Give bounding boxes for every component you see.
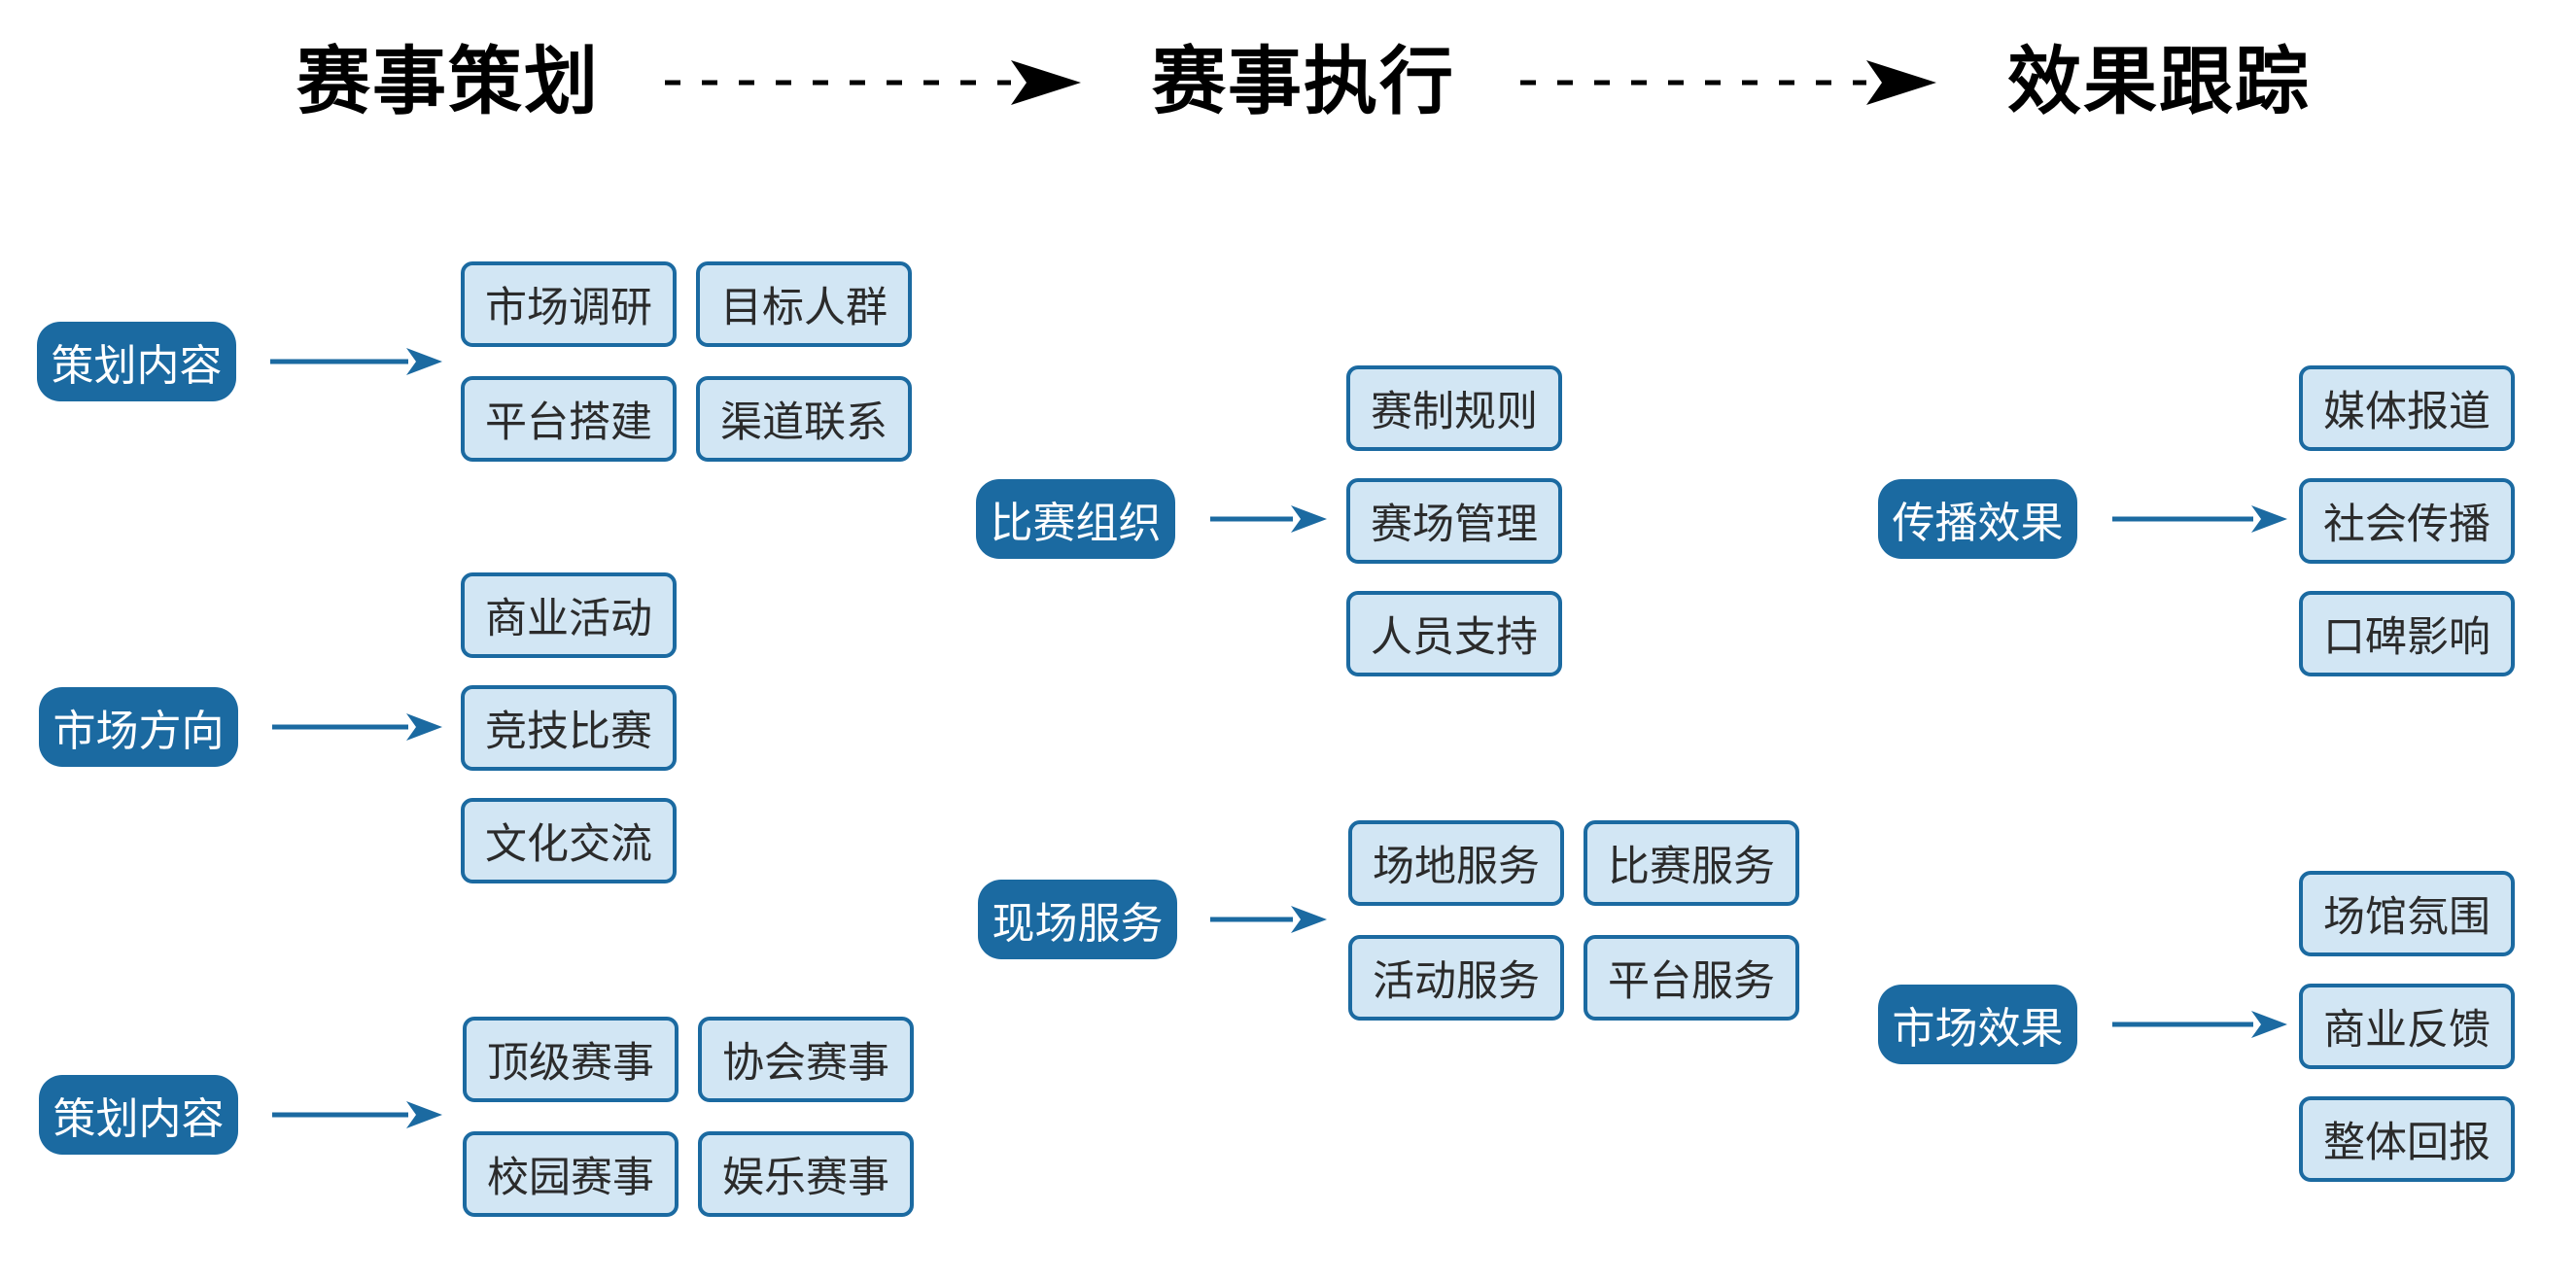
item-target-group: 目标人群 [696,261,912,347]
category-onsite-service: 现场服务 [978,880,1177,959]
item-campus-events: 校园赛事 [463,1131,679,1217]
category-match-org: 比赛组织 [976,479,1175,559]
item-venue-management: 赛场管理 [1346,478,1562,564]
category-spread-effect: 传播效果 [1878,479,2077,559]
item-social-spread: 社会传播 [2299,478,2515,564]
item-top-events: 顶级赛事 [463,1017,679,1102]
item-entertainment-events: 娱乐赛事 [698,1131,914,1217]
item-staff-support: 人员支持 [1346,591,1562,676]
item-match-service: 比赛服务 [1584,820,1799,906]
item-market-research: 市场调研 [461,261,677,347]
item-culture-exchange: 文化交流 [461,798,677,883]
category-market-effect: 市场效果 [1878,985,2077,1064]
phase-flow-arrow-1 [665,60,1081,105]
item-business-activity: 商业活动 [461,572,677,658]
category-plan-content-1: 策划内容 [37,322,236,401]
item-activity-service: 活动服务 [1348,935,1564,1021]
item-rules: 赛制规则 [1346,365,1562,451]
item-association-events: 协会赛事 [698,1017,914,1102]
item-word-of-mouth: 口碑影响 [2299,591,2515,676]
category-market-direction: 市场方向 [39,687,238,767]
phase-tracking: 效果跟踪 [2007,38,2311,124]
item-site-service: 场地服务 [1348,820,1564,906]
item-business-feedback: 商业反馈 [2299,984,2515,1069]
item-competition: 竞技比赛 [461,685,677,771]
phase-flow-arrow-2 [1520,60,1936,105]
item-channel-contact: 渠道联系 [696,376,912,462]
item-media-report: 媒体报道 [2299,365,2515,451]
item-platform-build: 平台搭建 [461,376,677,462]
item-venue-atmosphere: 场馆氛围 [2299,871,2515,956]
phase-execution: 赛事执行 [1152,38,1455,124]
item-platform-service: 平台服务 [1584,935,1799,1021]
category-plan-content-2: 策划内容 [39,1075,238,1155]
phase-planning: 赛事策划 [296,38,600,124]
item-overall-return: 整体回报 [2299,1096,2515,1182]
